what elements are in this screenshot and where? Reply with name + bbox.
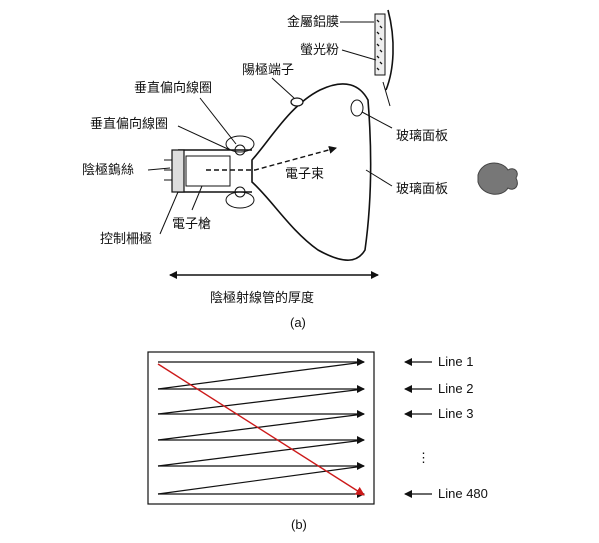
horizontal-retrace-1 <box>157 361 365 390</box>
horizontal-retrace-3 <box>157 413 365 441</box>
coil-core-top <box>234 144 246 156</box>
horizontal-retrace-2 <box>157 388 365 415</box>
leader-lines <box>147 21 393 235</box>
raster-scan-diagram: Line 1 Line 2 Line 3 ⋮ Line 480 (b) <box>147 351 488 532</box>
vertical-retrace <box>157 363 365 496</box>
screen-phosphor-dots <box>376 19 383 71</box>
raster-frame <box>147 351 375 505</box>
label-vertical-coil-1: 垂直偏向線圈 <box>134 80 212 96</box>
label-phosphor: 螢光粉 <box>300 43 339 58</box>
cathode-block <box>171 149 185 193</box>
line-3-label: Line 3 <box>438 406 473 421</box>
deflection-coil-top <box>225 135 255 153</box>
label-control-grid: 控制柵極 <box>100 231 152 247</box>
crt-tube-outline <box>251 83 372 261</box>
line-ellipsis: ⋮ <box>417 450 430 465</box>
label-vertical-coil-2: 垂直偏向線圈 <box>90 116 168 132</box>
screen-glass-curve <box>385 9 394 91</box>
caption-b: (b) <box>291 517 307 532</box>
deflection-coil-bottom <box>225 191 255 209</box>
screen-layer <box>374 13 386 76</box>
line-480-label: Line 480 <box>438 486 488 501</box>
scan-lines <box>157 358 365 498</box>
crt-diagram: 金屬鋁膜 螢光粉 陽極端子 垂直偏向線圈 垂直偏向線圈 陰極鎢絲 電子束 電子槍… <box>82 9 518 330</box>
horizontal-retrace-5 <box>157 465 365 495</box>
line-1-label: Line 1 <box>438 354 473 369</box>
caption-a: (a) <box>290 315 306 330</box>
electron-gun-body <box>185 155 231 187</box>
viewer-eye-icon <box>477 162 518 195</box>
anode-terminal-knob <box>290 97 304 107</box>
label-electron-beam: 電子束 <box>285 167 324 182</box>
label-cathode-filament: 陰極鎢絲 <box>82 162 134 178</box>
label-glass-panel-2: 玻璃面板 <box>396 182 448 197</box>
electron-beam-path <box>206 145 337 171</box>
line-2-label: Line 2 <box>438 381 473 396</box>
coil-core-bottom <box>234 186 246 198</box>
label-metal-film: 金屬鋁膜 <box>287 14 339 30</box>
horizontal-retrace-4 <box>157 439 365 467</box>
label-anode-terminal: 陽極端子 <box>242 62 294 78</box>
label-thickness: 陰極射線管的厚度 <box>210 290 314 306</box>
label-electron-gun: 電子槍 <box>172 217 211 232</box>
screen-hit-point <box>350 99 364 117</box>
label-glass-panel-1: 玻璃面板 <box>396 129 448 144</box>
